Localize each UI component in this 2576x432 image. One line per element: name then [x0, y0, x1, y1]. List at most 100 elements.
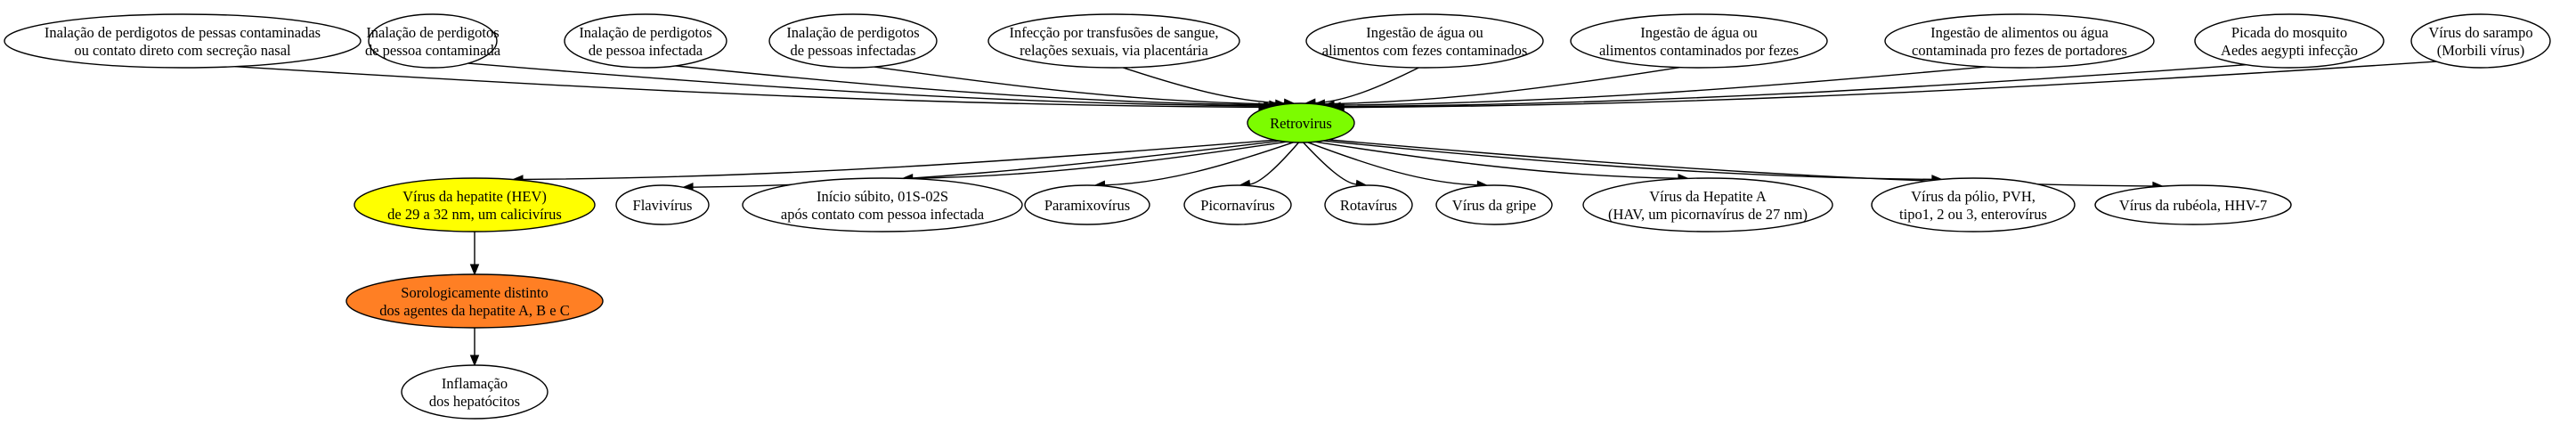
- node-shape: [1183, 184, 1292, 225]
- node-shape: [1024, 184, 1150, 225]
- edge-line: [1344, 61, 2437, 109]
- node-label-line: relações sexuais, via placentária: [1020, 42, 1208, 59]
- target-node-hepatitis-a: Vírus da Hepatite A(HAV, um picornavírus…: [1582, 177, 1833, 232]
- edge-retro-to-t6: [1303, 142, 1368, 190]
- node-label-line: de 29 a 32 nm, um calicivírus: [387, 206, 562, 223]
- node-shape: [353, 177, 596, 232]
- node-shape: [1247, 102, 1355, 143]
- node-label-line: Vírus da rubéola, HHV-7: [2119, 197, 2267, 214]
- node-shape: [1435, 184, 1553, 225]
- node-label-line: Vírus da Hepatite A: [1649, 188, 1767, 205]
- node-label: Infecção por transfusões de sangue,relaç…: [1009, 24, 1218, 59]
- edge-s5-to-retro: [1123, 67, 1296, 109]
- edge-retro-to-t8: [1314, 141, 1690, 183]
- edge-line: [874, 66, 1276, 105]
- node-label-line: Inalação de perdigotos: [366, 24, 499, 41]
- node-label-line: Picada do mosquito: [2231, 24, 2347, 41]
- edge-s9-to-retro: [1329, 64, 2247, 111]
- edge-line: [1307, 142, 1478, 186]
- edge-line: [675, 65, 1270, 106]
- edge-line: [467, 62, 1264, 107]
- edge-t1-to-sero: [469, 232, 480, 276]
- node-label-line: (Morbili vírus): [2437, 42, 2525, 59]
- node-label-line: Rotavírus: [1340, 197, 1397, 214]
- node-label-line: de pessoa infectada: [589, 42, 703, 59]
- node-label-line: Ingestão de alimentos ou água: [1930, 24, 2109, 41]
- edge-retro-to-t4: [1093, 142, 1294, 191]
- arrowhead: [469, 355, 480, 367]
- node-label: Paramixovírus: [1044, 197, 1130, 214]
- node-label-line: alimentos com fezes contaminados: [1322, 42, 1527, 59]
- node-shape: [2410, 13, 2551, 69]
- node-label: Rotavírus: [1340, 197, 1397, 214]
- node-label-line: Ingestão de água ou: [1640, 24, 1758, 41]
- node-shape: [564, 13, 727, 69]
- node-shape: [401, 364, 549, 420]
- node-label-line: após contato com pessoa infectada: [781, 206, 985, 223]
- node-shape: [2194, 13, 2385, 69]
- edge-line: [234, 65, 1259, 109]
- node-shape: [368, 13, 498, 69]
- node-shape: [1305, 13, 1544, 69]
- node-label-line: Inalação de perdigotos: [786, 24, 919, 41]
- node-label: Vírus do sarampo(Morbili vírus): [2428, 24, 2532, 59]
- node-shape: [1582, 177, 1833, 232]
- node-label-line: Paramixovírus: [1044, 197, 1130, 214]
- node-label-line: de pessoa contaminada: [365, 42, 501, 59]
- node-label-line: de pessoas infectadas: [790, 42, 915, 59]
- node-shape: [1570, 13, 1828, 69]
- node-label: Vírus da pólio, PVH,tipo1, 2 ou 3, enter…: [1899, 188, 2047, 223]
- target-node-rotavirus: Rotavírus: [1324, 184, 1413, 225]
- node-label-line: dos agentes da hepatite A, B e C: [379, 302, 570, 319]
- node-label-line: Sorologicamente distinto: [401, 284, 548, 301]
- edge-line: [1324, 66, 1680, 105]
- node-label-line: Inalação de perdigotos: [579, 24, 711, 41]
- arrowhead: [469, 264, 480, 276]
- node-shape: [615, 184, 710, 225]
- node-label: Picornavírus: [1200, 197, 1274, 214]
- edge-line: [912, 141, 1287, 179]
- node-shape: [1324, 184, 1413, 225]
- central-node-retrovirus: Retrovirus: [1247, 102, 1355, 143]
- nodes-layer: Inalação de perdigotos de pessas contami…: [4, 13, 2551, 420]
- node-shape: [2094, 184, 2292, 225]
- node-label-line: contaminada pro fezes de portadores: [1912, 42, 2127, 59]
- node-label-line: Infecção por transfusões de sangue,: [1009, 24, 1218, 41]
- target-node-hepatitis-e: Vírus da hepatite (HEV)de 29 a 32 nm, um…: [353, 177, 596, 232]
- target-node-influenza: Vírus da gripe: [1435, 184, 1553, 225]
- node-label-line: Vírus da hepatite (HEV): [402, 188, 547, 205]
- node-label: Retrovirus: [1270, 115, 1332, 132]
- node-label: Vírus da hepatite (HEV)de 29 a 32 nm, um…: [387, 188, 562, 223]
- node-shape: [4, 13, 362, 69]
- node-shape: [1871, 177, 2076, 232]
- node-label-line: Inalação de perdigotos de pessas contami…: [45, 24, 321, 41]
- edge-line: [1314, 67, 1419, 104]
- node-label-line: Vírus da pólio, PVH,: [1911, 188, 2036, 205]
- node-label-line: Inflamação: [442, 375, 508, 392]
- node-shape: [1884, 13, 2155, 69]
- source-node-measles-virus: Vírus do sarampo(Morbili vírus): [2410, 13, 2551, 69]
- node-label: Flavivírus: [633, 197, 693, 214]
- node-label-line: tipo1, 2 ou 3, enterovírus: [1899, 206, 2047, 223]
- node-shape: [768, 13, 938, 69]
- edge-line: [1314, 141, 1678, 179]
- node-label: Vírus da rubéola, HHV-7: [2119, 197, 2267, 214]
- node-label-line: Vírus do sarampo: [2428, 24, 2532, 41]
